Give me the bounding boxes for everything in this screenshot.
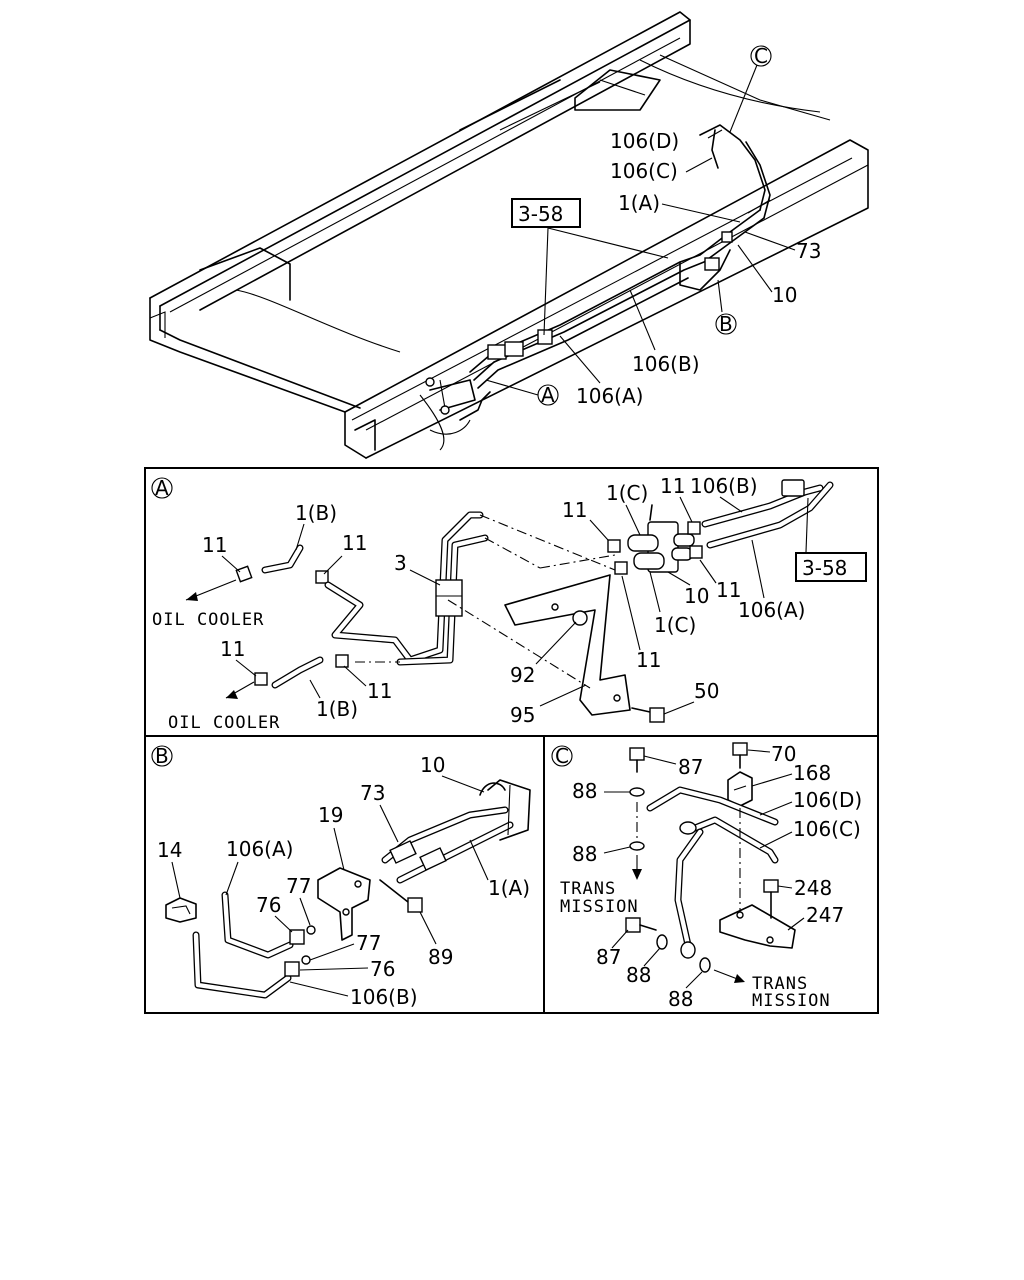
b-label-89: 89 xyxy=(428,945,453,969)
c-label-88-d: 88 xyxy=(668,987,693,1011)
b-label-10: 10 xyxy=(420,753,445,777)
main-pipe-run xyxy=(425,124,771,421)
b-label-76-a: 76 xyxy=(256,893,281,917)
main-view-callouts: C 106(D) 106(C) 1(A) 73 10 3-58 B 106(B)… xyxy=(485,44,821,408)
c-label-247: 247 xyxy=(806,903,844,927)
a-label-1b-top: 1(B) xyxy=(295,501,337,525)
a-label-1c-top: 1(C) xyxy=(606,481,648,505)
detail-a-tag: A xyxy=(155,476,169,500)
label-1a: 1(A) xyxy=(618,191,660,215)
detail-b: B 10 73 19 14 xyxy=(151,744,531,1009)
c-label-88-b: 88 xyxy=(572,842,597,866)
a-label-95: 95 xyxy=(510,703,535,727)
a-label-1c-bot: 1(C) xyxy=(654,613,696,637)
c-label-87-b: 87 xyxy=(596,945,621,969)
oil-cooler-label-bottom: OIL COOLER xyxy=(168,713,280,733)
b-label-106b: 106(B) xyxy=(350,985,418,1009)
c-label-70: 70 xyxy=(771,742,796,766)
a-label-11-g: 11 xyxy=(716,578,741,602)
a-label-10: 10 xyxy=(684,584,709,608)
c-trans-top-2: MISSION xyxy=(560,897,639,917)
detail-b-tag: B xyxy=(155,744,169,768)
b-label-73: 73 xyxy=(360,781,385,805)
a-label-11-c: 11 xyxy=(220,637,245,661)
a-label-92: 92 xyxy=(510,663,535,687)
chassis-frame xyxy=(149,11,869,459)
b-label-77-a: 77 xyxy=(286,874,311,898)
b-label-19: 19 xyxy=(318,803,343,827)
b-label-1a: 1(A) xyxy=(488,876,530,900)
detail-a: A OIL COOLER OIL COOLER xyxy=(151,474,867,733)
label-10: 10 xyxy=(772,283,797,307)
oil-cooler-label-top: OIL COOLER xyxy=(152,610,264,630)
label-106b: 106(B) xyxy=(632,352,700,376)
c-label-88-c: 88 xyxy=(626,963,651,987)
b-label-77-b: 77 xyxy=(356,931,381,955)
c-trans-top-1: TRANS xyxy=(560,879,616,899)
ref-box-3-58-main[interactable] xyxy=(511,198,581,228)
c-label-168: 168 xyxy=(793,761,831,785)
a-label-3: 3 xyxy=(394,551,407,575)
c-label-106c: 106(C) xyxy=(793,817,861,841)
c-label-106d: 106(D) xyxy=(793,788,862,812)
c-label-88-a: 88 xyxy=(572,779,597,803)
circle-a-label: A xyxy=(541,383,555,407)
a-label-106b: 106(B) xyxy=(690,474,758,498)
detail-panels-frame xyxy=(144,467,879,1014)
c-label-87-a: 87 xyxy=(678,755,703,779)
a-label-1b-bot: 1(B) xyxy=(316,697,358,721)
label-106c: 106(C) xyxy=(610,159,678,183)
a-label-11-h: 11 xyxy=(636,648,661,672)
c-trans-bot-2: MISSION xyxy=(752,991,831,1011)
a-label-11-f: 11 xyxy=(660,474,685,498)
b-label-14: 14 xyxy=(157,838,182,862)
a-label-11-d: 11 xyxy=(367,679,392,703)
label-106d: 106(D) xyxy=(610,129,679,153)
detail-c-tag: C xyxy=(555,744,569,768)
b-label-76-b: 76 xyxy=(370,957,395,981)
label-106a: 106(A) xyxy=(576,384,643,408)
ref-box-3-58-detail-a-text[interactable]: 3-58 xyxy=(802,556,847,580)
c-trans-bot-1: TRANS xyxy=(752,974,808,994)
detail-c: C xyxy=(551,742,862,1011)
b-label-106a: 106(A) xyxy=(226,837,293,861)
a-label-11-b: 11 xyxy=(342,531,367,555)
a-label-106a: 106(A) xyxy=(738,598,805,622)
c-label-248: 248 xyxy=(794,876,832,900)
a-label-11-e: 11 xyxy=(562,498,587,522)
circle-b-label: B xyxy=(719,312,733,336)
a-label-11-a: 11 xyxy=(202,533,227,557)
label-73: 73 xyxy=(796,239,821,263)
a-label-50: 50 xyxy=(694,679,719,703)
ref-box-3-58-main-text[interactable]: 3-58 xyxy=(518,202,563,226)
ref-box-3-58-detail-a[interactable] xyxy=(795,552,867,582)
circle-c-label: C xyxy=(754,44,768,68)
